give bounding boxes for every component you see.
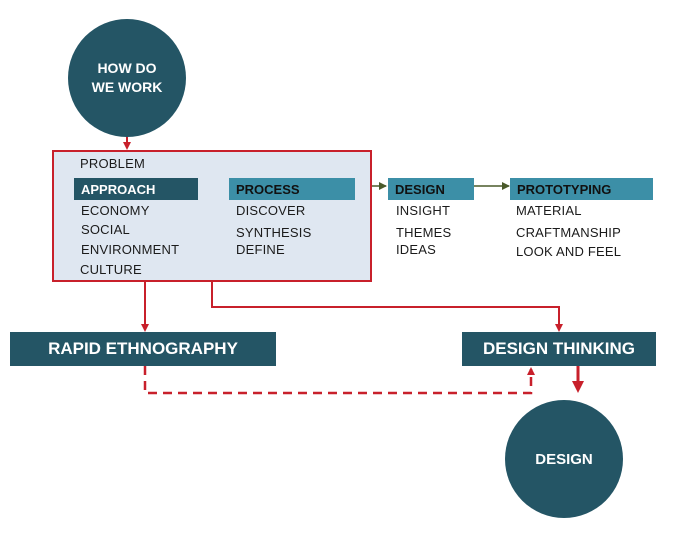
prototyping-item-craftmanship: CRAFTMANSHIP <box>516 225 621 240</box>
start-circle: HOW DO WE WORK <box>68 19 186 137</box>
approach-item-economy: ECONOMY <box>81 203 150 218</box>
arrow-box-to-design-thinking <box>211 282 563 332</box>
approach-process-box <box>52 150 372 282</box>
end-circle: DESIGN <box>505 400 623 518</box>
process-label: PROCESS <box>229 178 355 200</box>
approach-label: APPROACH <box>74 178 198 200</box>
approach-item-culture: CULTURE <box>80 262 142 277</box>
approach-item-social: SOCIAL <box>81 222 130 237</box>
start-circle-line2: WE WORK <box>91 79 163 95</box>
design-item-ideas: IDEAS <box>396 242 437 257</box>
design-item-themes: THEMES <box>396 225 452 240</box>
design-item-insight: INSIGHT <box>396 203 451 218</box>
start-circle-line1: HOW DO <box>97 60 157 76</box>
design-thinking-band: DESIGN THINKING <box>462 332 656 366</box>
prototyping-stage-label: PROTOTYPING <box>510 178 653 200</box>
prototyping-item-look-and-feel: LOOK AND FEEL <box>516 244 622 259</box>
design-stage-label: DESIGN <box>388 178 474 200</box>
problem-label: PROBLEM <box>80 156 145 171</box>
process-item-define: DEFINE <box>236 242 285 257</box>
process-item-discover: DISCOVER <box>236 203 306 218</box>
process-item-synthesis: SYNTHESIS <box>236 225 312 240</box>
rapid-ethnography-band: RAPID ETHNOGRAPHY <box>10 332 276 366</box>
prototyping-item-material: MATERIAL <box>516 203 582 218</box>
dashed-feedback-loop <box>143 366 535 395</box>
approach-item-environment: ENVIRONMENT <box>81 242 180 257</box>
